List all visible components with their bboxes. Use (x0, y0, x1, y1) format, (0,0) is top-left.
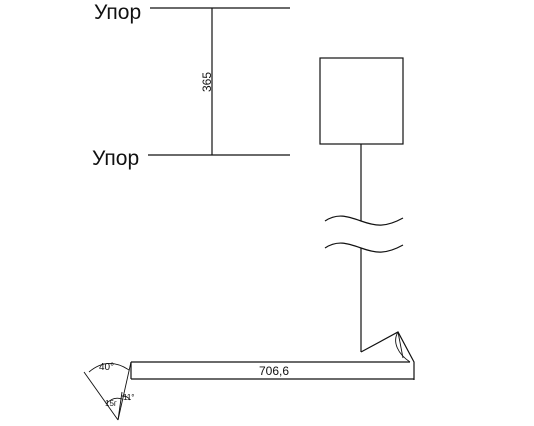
angle-arc-outer (88, 363, 130, 373)
bar-length-label: 706,6 (259, 364, 289, 378)
angle-outer-label: 40° (99, 362, 114, 373)
bottom-stop-label: Упор (92, 147, 139, 170)
angle-left-inner-label: 15г (105, 399, 117, 408)
angle-leg-right (117, 361, 132, 421)
angle-arc-inner-left (105, 397, 123, 405)
shaft (324, 144, 404, 352)
angle-annotation: 40° 15г 11° (83, 361, 135, 421)
square-frame (319, 57, 404, 145)
bend-outline (360, 331, 415, 380)
gap-dimension-label: 365 (200, 72, 214, 92)
bend-fold-line (397, 331, 404, 359)
top-stop: Упор (94, 1, 290, 24)
gap-dimension: 365 (200, 8, 214, 155)
bar: 706,6 (130, 361, 414, 380)
break-mark-upper (324, 215, 404, 226)
top-stop-label: Упор (94, 1, 141, 24)
bend-curve (395, 331, 411, 363)
angle-leg-middle (117, 391, 123, 421)
angle-leg-left (83, 371, 119, 421)
angle-right-inner-label: 11° (123, 393, 135, 402)
bend (360, 331, 415, 380)
break-mark-lower (324, 242, 404, 253)
bottom-stop: Упор (92, 147, 290, 170)
angle-arc-inner-right (121, 395, 131, 401)
